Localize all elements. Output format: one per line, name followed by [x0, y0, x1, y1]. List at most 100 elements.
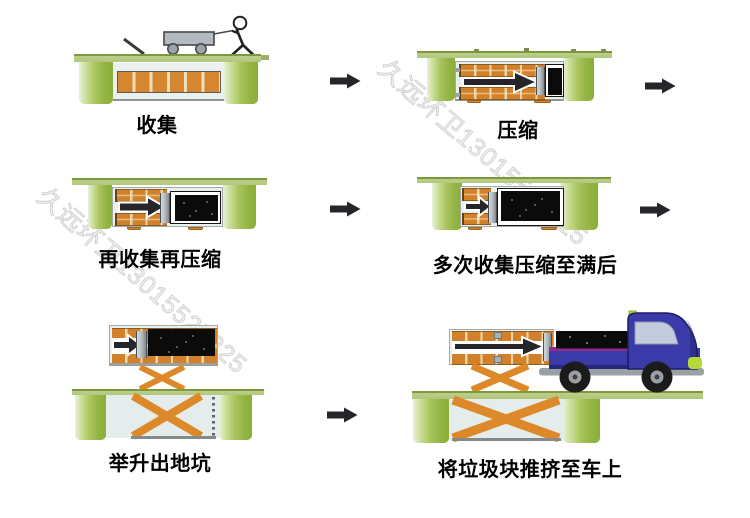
pit-wall-left [413, 399, 449, 443]
pit-wall-left [79, 62, 113, 104]
ram-plate [488, 192, 497, 223]
press-box-bottom [459, 86, 545, 100]
ground-surface [417, 177, 611, 183]
pit-wall-left [88, 185, 112, 229]
lift-platform [109, 363, 218, 366]
pit-wall-left [432, 183, 462, 230]
scissor-arm [130, 392, 204, 440]
truck-illustration [539, 310, 704, 393]
press-box-bottom [115, 213, 167, 226]
garbage-speck-icon [189, 214, 191, 217]
garbage-speck-icon [541, 198, 543, 200]
ground-surface [417, 51, 612, 58]
speck [604, 335, 606, 337]
press-box-top [462, 188, 491, 201]
pit-floor-line [131, 436, 216, 439]
garbage-speck-icon [185, 340, 187, 343]
person-head [232, 15, 248, 31]
ram-plate [536, 66, 545, 95]
scissor-lift-lower [451, 395, 561, 443]
press-box-top [459, 63, 545, 77]
guide-bracket [455, 92, 460, 97]
ram-plate [160, 193, 170, 223]
press-box-bottom [462, 212, 491, 225]
step-5-label: 举升出地坑 [108, 453, 212, 475]
leaning-stick-icon [123, 37, 145, 56]
garbage-block [548, 68, 562, 95]
truck-stripe [549, 347, 662, 351]
compactor-ram-arrow-icon [112, 332, 143, 358]
step-1-label: 收集 [136, 115, 178, 137]
garbage-speck-icon [525, 209, 527, 211]
flow-arrow-icon [330, 73, 361, 89]
scissor-arm [470, 362, 530, 394]
garbage-speck-icon [534, 204, 536, 206]
garbage-speck-icon [160, 336, 162, 339]
cart-body [163, 31, 215, 46]
container-foot [541, 227, 557, 230]
pit-floor-line [452, 438, 561, 441]
cover-seam [571, 48, 576, 52]
arrow-shape [327, 407, 358, 423]
scissor-lift-lower [130, 392, 204, 440]
compactor-ram-arrow-icon [464, 194, 493, 219]
speck [619, 341, 621, 343]
container-foot [534, 99, 551, 103]
step-4-label: 多次收集压缩至满后 [432, 255, 618, 277]
compactor-ram-arrow-icon [462, 69, 540, 94]
garbage-speck-icon [203, 347, 205, 350]
arrow-shape [640, 202, 671, 218]
scissor-lift-upper [138, 364, 186, 392]
container-foot [468, 227, 482, 230]
speck [569, 336, 571, 338]
ground-surface [72, 389, 264, 395]
flow-arrow-icon [330, 201, 361, 217]
container-foot [127, 227, 141, 230]
garbage-block [148, 328, 215, 356]
cover-seam [601, 49, 606, 53]
pit-wall-left [427, 57, 455, 101]
garbage-bay [544, 64, 564, 97]
garbage-speck-icon [211, 212, 213, 215]
person-arm [231, 29, 238, 35]
arrow-shape [112, 332, 143, 358]
pit-wall-left [75, 395, 106, 440]
ram-plate [136, 331, 147, 358]
truck-cab-shading [687, 320, 697, 369]
garbage-speck-icon [183, 201, 185, 204]
flow-arrow-icon [327, 407, 358, 423]
cart-wheel [167, 43, 179, 55]
garbage-block [175, 194, 218, 221]
speck [586, 342, 588, 344]
pit-wall-right [224, 62, 258, 104]
compactor-ram-arrow-icon [453, 335, 547, 358]
pit-wall-right [560, 183, 598, 230]
cart-wheel [195, 43, 207, 55]
container-bottom-rail [113, 99, 224, 101]
truck-bumper [688, 357, 702, 369]
step-2-label: 压缩 [497, 120, 539, 142]
cover-seam [524, 48, 529, 52]
guide-bracket [494, 332, 502, 339]
pit-container [113, 63, 224, 101]
garbage-speck-icon [176, 345, 178, 348]
scissor-arm [451, 395, 561, 443]
press-box-top [115, 189, 167, 202]
arrow-shape [330, 201, 361, 217]
flow-arrow-icon [640, 202, 671, 218]
ground-end-tab [261, 55, 269, 60]
container-foot [467, 99, 481, 103]
garbage-speck-icon [511, 199, 513, 201]
person-body [235, 28, 245, 46]
worker-pushing-cart-illustration [123, 15, 255, 57]
truck-window [634, 321, 679, 345]
garbage-speck-icon [519, 215, 521, 217]
ground-surface [412, 391, 703, 399]
wheel-center [572, 374, 578, 380]
garbage-speck-icon [168, 350, 170, 353]
empty-bin-segments [117, 71, 221, 93]
scissor-lift-upper [470, 362, 530, 394]
guide-bracket [455, 67, 460, 72]
pit-wall-right [563, 399, 600, 443]
